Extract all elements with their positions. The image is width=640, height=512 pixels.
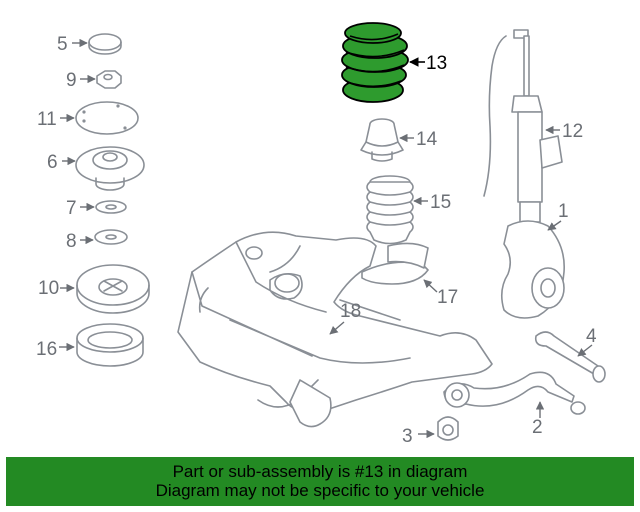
callout-13: 13 (426, 53, 447, 74)
part-18-subframe[interactable]: 18 (177, 231, 493, 428)
part-16-spring-pad[interactable]: 16 (36, 323, 144, 367)
part-2-lower-arm[interactable]: 2 (443, 371, 586, 438)
part-14-bump-stop[interactable]: 14 (360, 118, 438, 162)
callout-8: 8 (66, 231, 77, 252)
callout-3: 3 (402, 426, 413, 447)
callout-10: 10 (38, 278, 59, 299)
info-banner: Part or sub-assembly is #13 in diagram D… (6, 457, 634, 506)
part-9-nut[interactable]: 9 (66, 70, 122, 91)
callout-14: 14 (416, 129, 438, 150)
callout-1: 1 (558, 201, 569, 222)
callout-9: 9 (66, 70, 77, 91)
callout-12: 12 (562, 121, 583, 142)
part-10-spring-seat[interactable]: 10 (38, 264, 150, 314)
part-11-plate[interactable]: 11 (37, 101, 139, 135)
part-8-washer[interactable]: 8 (66, 229, 128, 252)
part-7-washer[interactable]: 7 (66, 198, 127, 219)
part-13-coil-spring[interactable]: 13 (341, 22, 447, 103)
banner-line-1: Part or sub-assembly is #13 in diagram (172, 462, 468, 481)
callout-11: 11 (37, 109, 57, 130)
callout-4: 4 (586, 326, 597, 347)
banner-line-2: Diagram may not be specific to your vehi… (155, 481, 485, 500)
part-17-bracket[interactable]: 17 (361, 242, 458, 308)
callout-15: 15 (430, 192, 451, 213)
part-1-steering-knuckle[interactable]: 1 (500, 201, 569, 319)
part-3-bushing[interactable]: 3 (402, 416, 459, 447)
part-4-control-arm[interactable]: 4 (534, 326, 606, 383)
callout-16: 16 (36, 339, 57, 360)
callout-17: 17 (437, 287, 458, 308)
callout-18: 18 (340, 301, 361, 322)
exploded-parts-diagram: 5 9 11 6 7 8 (36, 22, 606, 447)
part-6-strut-mount[interactable]: 6 (47, 146, 145, 191)
callout-7: 7 (66, 198, 77, 219)
callout-5: 5 (57, 34, 68, 55)
part-5-cap[interactable]: 5 (57, 33, 122, 55)
part-15-dust-boot[interactable]: 15 (366, 175, 451, 245)
callout-6: 6 (47, 152, 58, 173)
part-12-strut[interactable]: 12 (483, 29, 583, 237)
callout-2: 2 (532, 417, 543, 438)
